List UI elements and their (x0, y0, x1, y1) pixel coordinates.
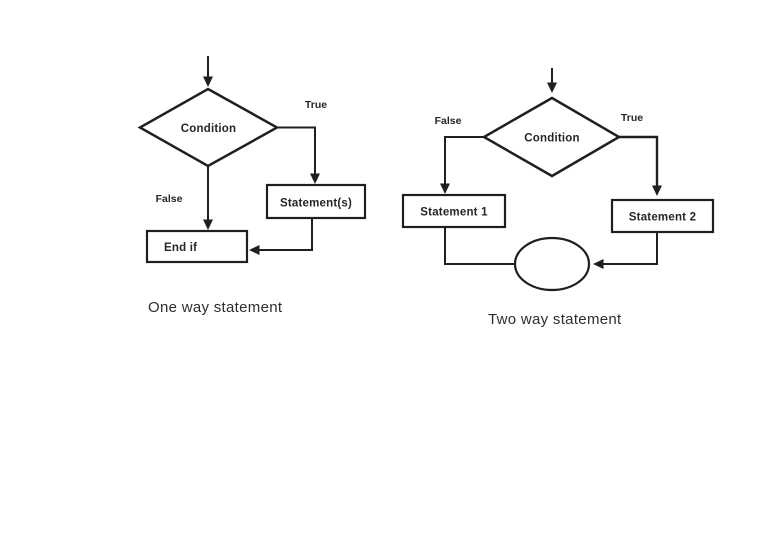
true-branch-label: True (621, 112, 643, 124)
arrowhead-left-icon (593, 259, 604, 269)
false-branch-label: False (435, 115, 462, 127)
false-branch-label: False (156, 193, 183, 205)
condition-label: Condition (524, 133, 579, 145)
junction-ellipse (513, 236, 591, 292)
true-branch-connector (619, 135, 659, 186)
end-if-box (145, 229, 249, 264)
two-way-flowchart: Condition False Statement 1 True Stateme… (401, 68, 715, 328)
arrowhead-down-icon (203, 76, 213, 87)
statement-1-box (401, 193, 507, 229)
statements-to-endif-connector (259, 218, 313, 251)
arrowhead-left-icon (249, 245, 260, 255)
statement-2-to-junction-connector (603, 232, 658, 265)
statement-2-box (610, 198, 715, 234)
statements-box (265, 183, 367, 220)
end-if-label: End if (164, 242, 197, 254)
arrowhead-down-icon (310, 173, 320, 184)
arrowhead-down-icon (547, 82, 557, 93)
true-branch-connector (277, 126, 316, 174)
one-way-caption: One way statement (148, 299, 283, 316)
statement-1-to-junction-connector (444, 227, 514, 265)
one-way-flowchart: Condition True Statement(s) False End if… (137, 56, 367, 316)
arrowhead-down-icon (652, 185, 662, 196)
two-way-caption: Two way statement (488, 311, 622, 328)
arrowhead-down-icon (203, 219, 213, 230)
false-branch-connector (444, 136, 484, 184)
statement-1-label: Statement 1 (420, 207, 488, 219)
condition-diamond (481, 96, 622, 178)
statement-2-label: Statement 2 (629, 212, 696, 224)
arrowhead-down-icon (440, 183, 450, 194)
statements-label: Statement(s) (280, 198, 352, 210)
true-branch-label: True (305, 99, 327, 111)
condition-label: Condition (181, 123, 236, 135)
